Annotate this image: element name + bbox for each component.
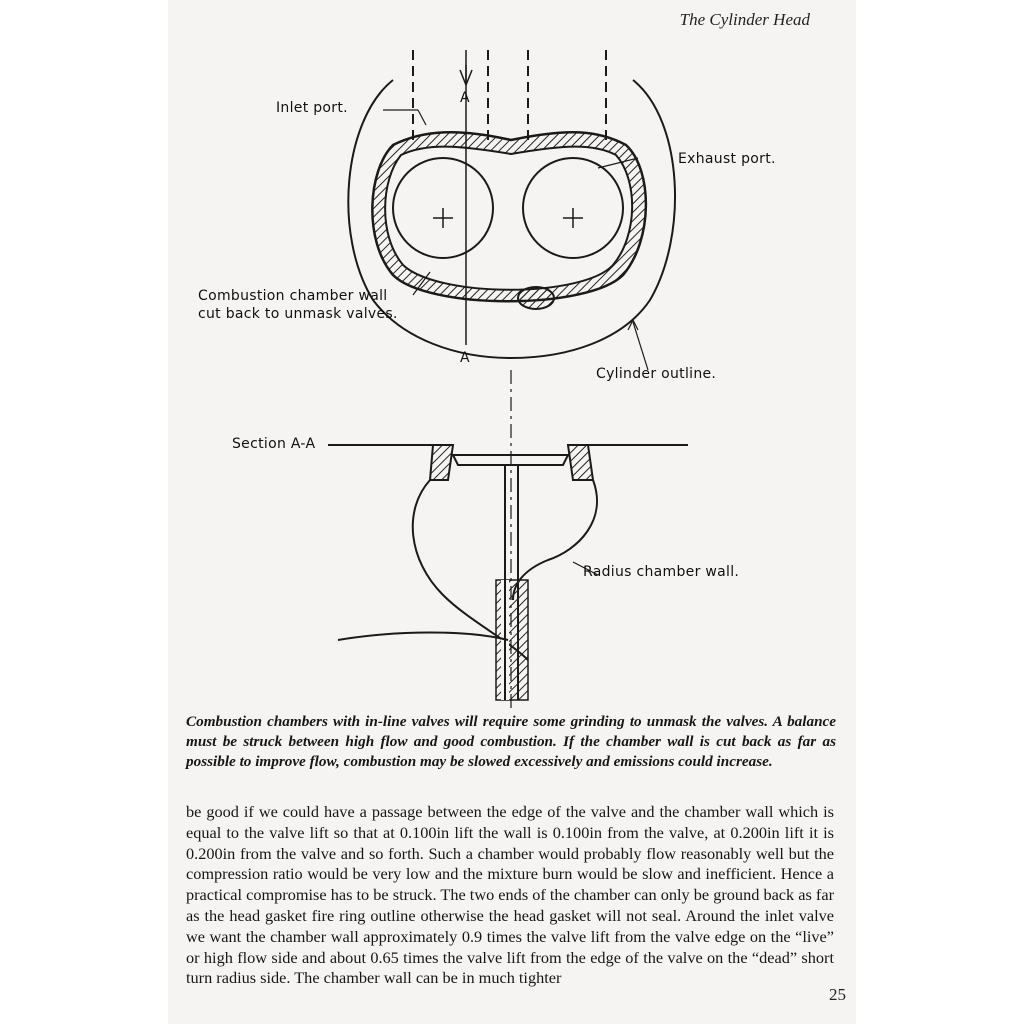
running-head: The Cylinder Head xyxy=(679,10,810,29)
body-paragraph: be good if we could have a passage betwe… xyxy=(186,802,834,988)
label-cylinder-outline: Cylinder outline. xyxy=(596,366,717,382)
label-combustion-wall-line1: Combustion chamber wall xyxy=(198,288,388,304)
label-radius-wall: Radius chamber wall. xyxy=(583,564,740,580)
label-exhaust-port: Exhaust port. xyxy=(678,151,776,167)
page-number: 25 xyxy=(829,985,846,1004)
cylinder-head-drawing xyxy=(328,50,688,710)
label-section-a-top: A xyxy=(460,90,470,106)
spark-plug-hole xyxy=(517,286,555,310)
label-combustion-wall-line2: cut back to unmask valves. xyxy=(198,306,398,322)
label-section-a-bottom: A xyxy=(460,350,470,366)
cylinder-outline xyxy=(347,79,677,360)
book-page: The Cylinder Head xyxy=(168,0,856,1024)
label-inlet-port: Inlet port. xyxy=(276,100,348,116)
label-section-aa: Section A-A xyxy=(232,436,316,452)
figure-caption: Combustion chambers with in-line valves … xyxy=(186,713,836,770)
cylinder-head-figure: Inlet port. A Exhaust port. Combustion c… xyxy=(168,40,856,710)
